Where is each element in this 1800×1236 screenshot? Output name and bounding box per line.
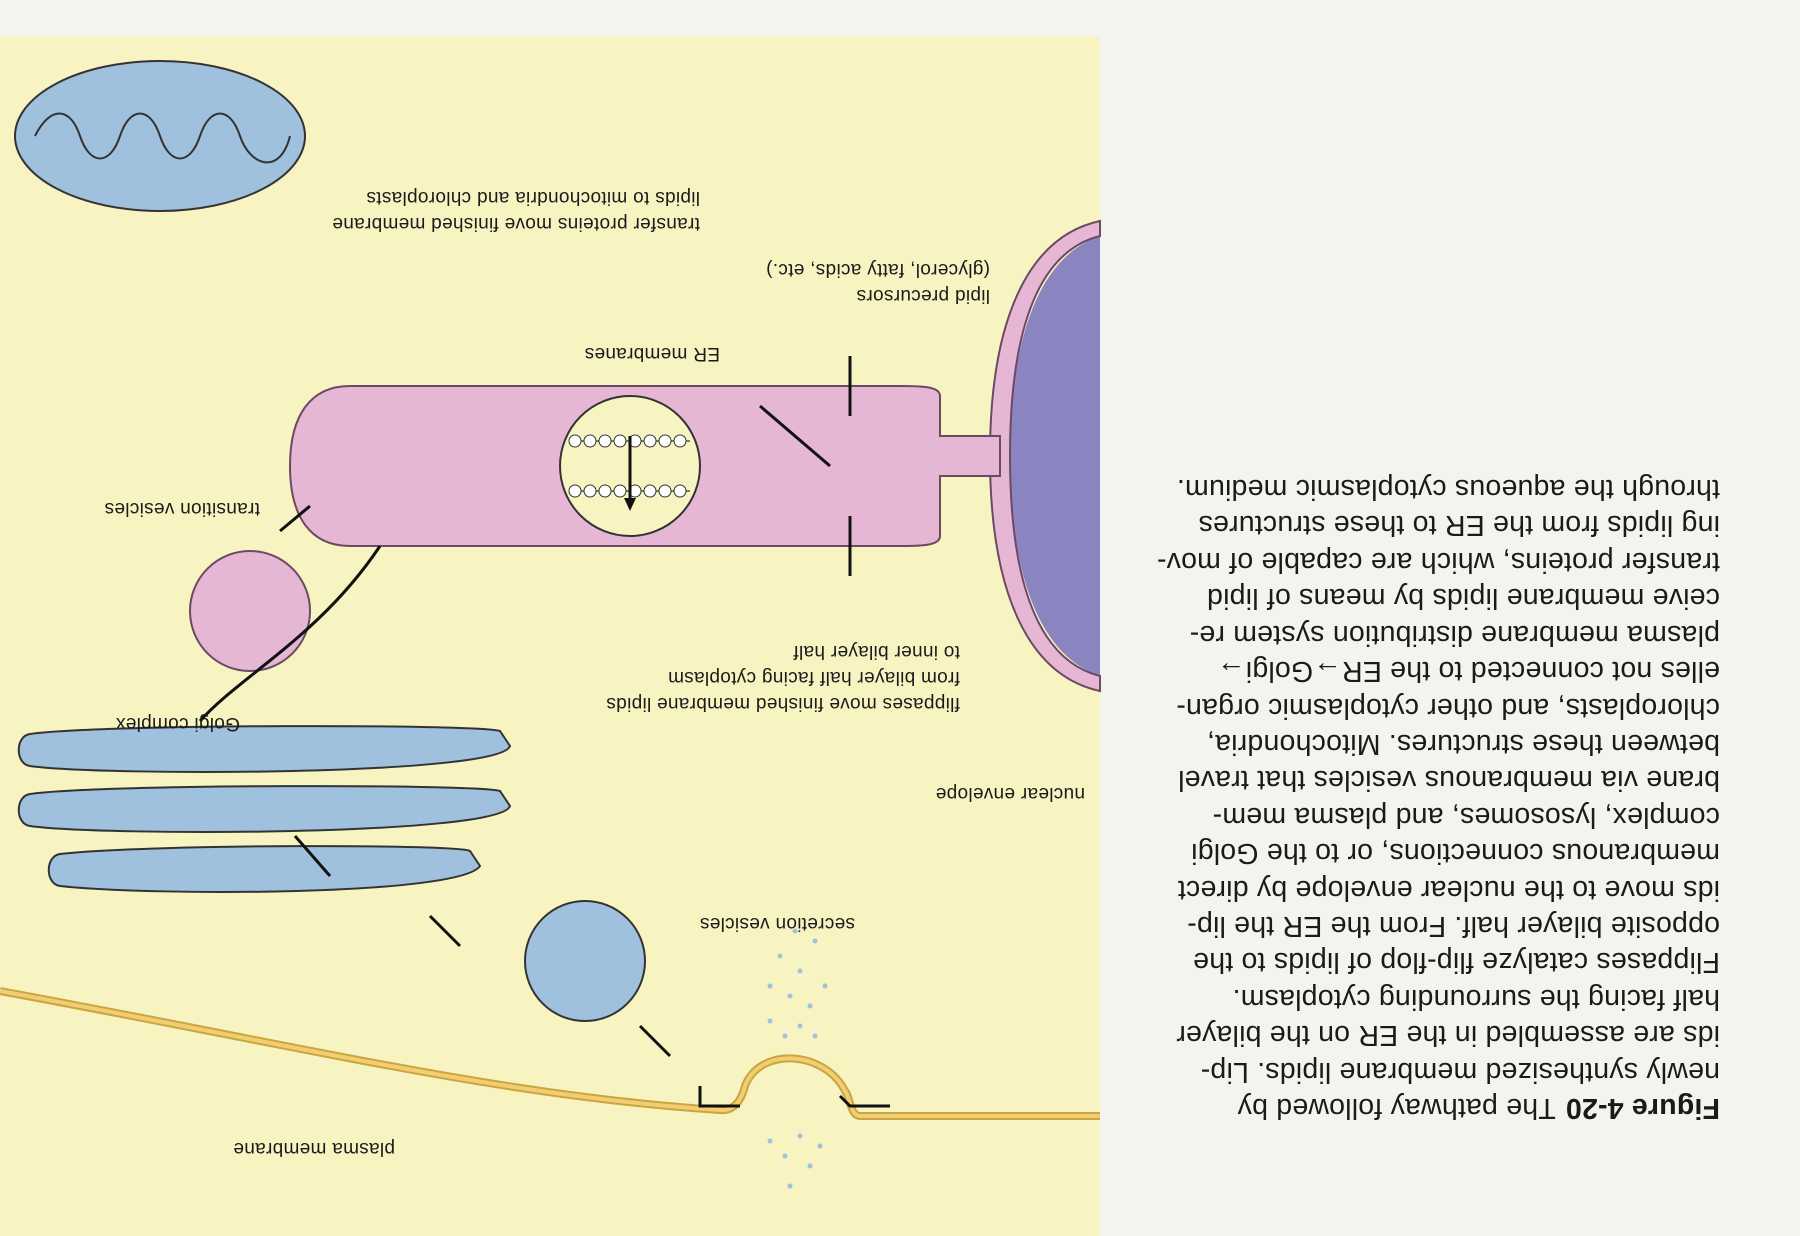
caption-line: opposite bilayer half. From the ER the l… xyxy=(1187,909,1720,942)
caption-line: through the aqueous cytoplasmic medium. xyxy=(1176,473,1720,506)
caption-line: ceive membrane lipids by means of lipid xyxy=(1206,582,1720,615)
secreted-contents xyxy=(767,928,828,1189)
cytoplasm xyxy=(0,36,1100,1236)
golgi-complex-label: Golgi complex xyxy=(115,713,240,734)
nucleus xyxy=(1010,236,1100,676)
caption-line: Flippases catalyze flip-flop of lipids t… xyxy=(1192,946,1720,979)
caption-line: elles not connected to the ER→Golgi→ xyxy=(1216,655,1720,688)
er-membranes-label: ER membranes xyxy=(584,343,720,364)
pathway-arrows xyxy=(198,356,890,1108)
bilayer-inset xyxy=(559,395,701,537)
plasma-membrane-label: plasma membrane xyxy=(233,1138,395,1159)
caption-line: brane via membranous vesicles that trave… xyxy=(1177,764,1720,797)
transfer-proteins-label: transfer proteins move finished membrane… xyxy=(332,187,700,234)
secretion-vesicle xyxy=(524,900,646,1022)
nuclear-envelope-shape xyxy=(988,219,1101,693)
transition-vesicle xyxy=(189,550,311,672)
caption-line: transfer proteins, which are capable of … xyxy=(1156,545,1720,578)
mitochondrion xyxy=(14,60,306,212)
caption-line: plasma membrane distribution system re- xyxy=(1189,618,1721,651)
caption-line: ids move to the nuclear envelope by dire… xyxy=(1177,873,1720,906)
caption-line: membranous connections, or to the Golgi xyxy=(1191,837,1720,870)
caption-line: ing lipids from the ER to these structur… xyxy=(1198,509,1720,542)
figure-number: Figure 4-20 xyxy=(1565,1092,1720,1124)
caption-line: complex, lysosomes, and plasma mem- xyxy=(1212,800,1720,833)
caption-line-0: Figure 4-20The pathway followed by xyxy=(1237,1092,1720,1124)
transition-vesicles-label: transition vesicles xyxy=(104,498,260,519)
flippases-label: flippases move finished membrane lipids … xyxy=(606,641,960,714)
secretion-vesicles-label: secretion vesicles xyxy=(699,913,855,934)
caption-line: chloroplasts, and other cytoplasmic orga… xyxy=(1176,691,1720,724)
lipid-precursors-label: lipid precursors (glycerol, fatty acids,… xyxy=(765,259,990,306)
caption-line: half facing the surrounding cytoplasm. xyxy=(1232,982,1720,1015)
nuclear-envelope-label: nuclear envelope xyxy=(935,783,1085,804)
golgi-stack xyxy=(17,725,512,893)
caption-line: between these structures. Mitochondria, xyxy=(1206,727,1720,760)
figure-caption: Figure 4-20The pathway followed by newly… xyxy=(1156,471,1721,1126)
caption-line: ids are assembled in the ER on the bilay… xyxy=(1176,1019,1720,1052)
caption-line: newly synthesized membrane lipids. Lip- xyxy=(1200,1055,1720,1088)
